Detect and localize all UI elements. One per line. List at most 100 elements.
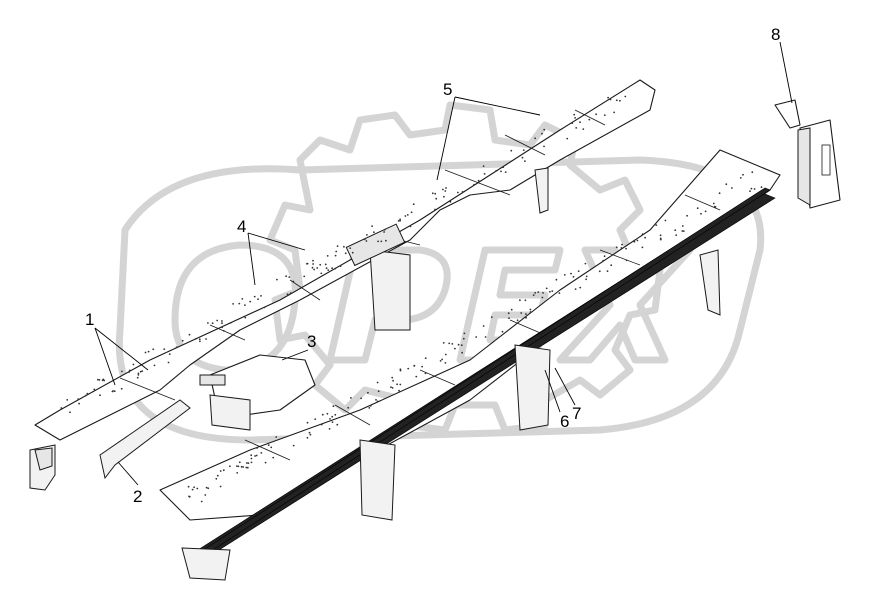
fastener-dot <box>482 165 485 168</box>
leader-2 <box>117 461 139 486</box>
fastener-dot <box>749 190 751 193</box>
fastener-dot <box>198 338 201 341</box>
fastener-dot <box>264 461 267 464</box>
fastener-dot <box>383 231 385 233</box>
fastener-dot <box>598 270 601 273</box>
fastener-dot <box>232 303 235 305</box>
fastener-dot <box>457 191 459 194</box>
fastener-dot <box>334 267 337 270</box>
fastener-dot <box>739 177 742 179</box>
fastener-dot <box>229 322 232 324</box>
fastener-dot <box>588 118 591 121</box>
fastener-dot <box>659 238 662 241</box>
fastener-dot <box>700 212 702 215</box>
fastener-dot <box>731 187 733 189</box>
fastener-dot <box>347 406 350 409</box>
fastener-dot <box>404 215 407 217</box>
fastener-dot <box>191 488 194 491</box>
fastener-dot <box>321 413 324 416</box>
fastener-dot <box>473 183 475 186</box>
fastener-dot <box>543 128 546 131</box>
fastener-dot <box>399 218 401 221</box>
fastener-dot <box>260 295 262 297</box>
fastener-dot <box>532 294 535 296</box>
fastener-dot <box>331 415 334 418</box>
fastener-dot <box>253 295 256 298</box>
fastener-dot <box>188 333 191 336</box>
fastener-dot <box>462 337 465 340</box>
fastener-dot <box>609 98 612 101</box>
fastener-dot <box>483 173 486 175</box>
upper-floor-panels <box>29 79 656 491</box>
callout-3: 3 <box>307 332 316 351</box>
leader-3 <box>281 349 309 361</box>
fastener-dot <box>681 225 684 227</box>
fastener-dot <box>244 304 246 306</box>
fastener-dot <box>421 365 423 368</box>
fastener-dot <box>250 457 253 460</box>
fastener-dot <box>102 378 105 381</box>
fastener-dot <box>328 428 331 430</box>
fastener-dot <box>537 291 540 293</box>
fastener-dot <box>211 322 214 325</box>
fastener-dot <box>245 466 248 469</box>
fastener-dot <box>250 461 253 464</box>
fastener-dot <box>549 290 551 293</box>
fastener-dot <box>502 166 505 169</box>
fastener-dot <box>681 230 684 232</box>
fastener-dot <box>144 351 147 354</box>
fastener-dot <box>624 95 627 98</box>
fastener-dot <box>457 343 460 346</box>
fastener-dot <box>641 233 644 236</box>
fastener-dot <box>181 339 184 342</box>
fastener-dot <box>613 111 615 114</box>
fastener-dot <box>316 267 319 269</box>
fastener-dot <box>267 444 270 446</box>
fastener-dot <box>444 190 447 192</box>
fastener-dot <box>475 336 478 338</box>
fastener-dot <box>312 263 314 265</box>
fastener-dot <box>216 474 219 477</box>
fastener-dot <box>335 250 338 253</box>
fastener-dot <box>460 344 463 347</box>
fastener-dot <box>99 394 101 397</box>
fastener-dot <box>463 332 466 335</box>
fastener-dot <box>216 319 219 322</box>
fastener-dot <box>524 299 527 302</box>
fastener-dot <box>391 376 394 379</box>
fastener-dot <box>390 386 392 388</box>
fastener-dot <box>326 412 329 415</box>
fastener-dot <box>93 388 96 391</box>
fastener-dot <box>336 423 339 426</box>
fastener-dot <box>525 313 527 315</box>
fastener-dot <box>529 311 532 313</box>
fastener-dot <box>504 171 507 174</box>
fastener-dot <box>760 186 763 189</box>
fastener-dot <box>312 259 314 262</box>
fastener-dot <box>541 132 543 135</box>
fastener-dots <box>60 95 763 503</box>
fastener-dot <box>441 358 443 361</box>
fastener-dot <box>625 259 628 262</box>
fastener-dot <box>136 376 139 379</box>
fastener-dot <box>349 247 352 250</box>
fastener-dot <box>221 322 223 325</box>
fastener-dot <box>572 275 575 278</box>
fastener-dot <box>365 240 368 242</box>
fastener-dot <box>686 214 688 217</box>
fastener-dot <box>309 433 312 436</box>
fastener-dot <box>205 486 208 489</box>
fastener-dot <box>484 336 487 338</box>
fastener-dot <box>272 456 275 459</box>
fastener-dot <box>288 276 291 278</box>
fastener-dot <box>368 407 371 409</box>
fastener-dot <box>449 200 452 203</box>
leader-1a <box>94 327 149 371</box>
fastener-dot <box>725 183 728 186</box>
fastener-dot <box>376 400 379 403</box>
fastener-dot <box>495 169 498 172</box>
fastener-dot <box>147 350 150 353</box>
fastener-dot <box>344 252 347 255</box>
fastener-dot <box>435 197 438 200</box>
